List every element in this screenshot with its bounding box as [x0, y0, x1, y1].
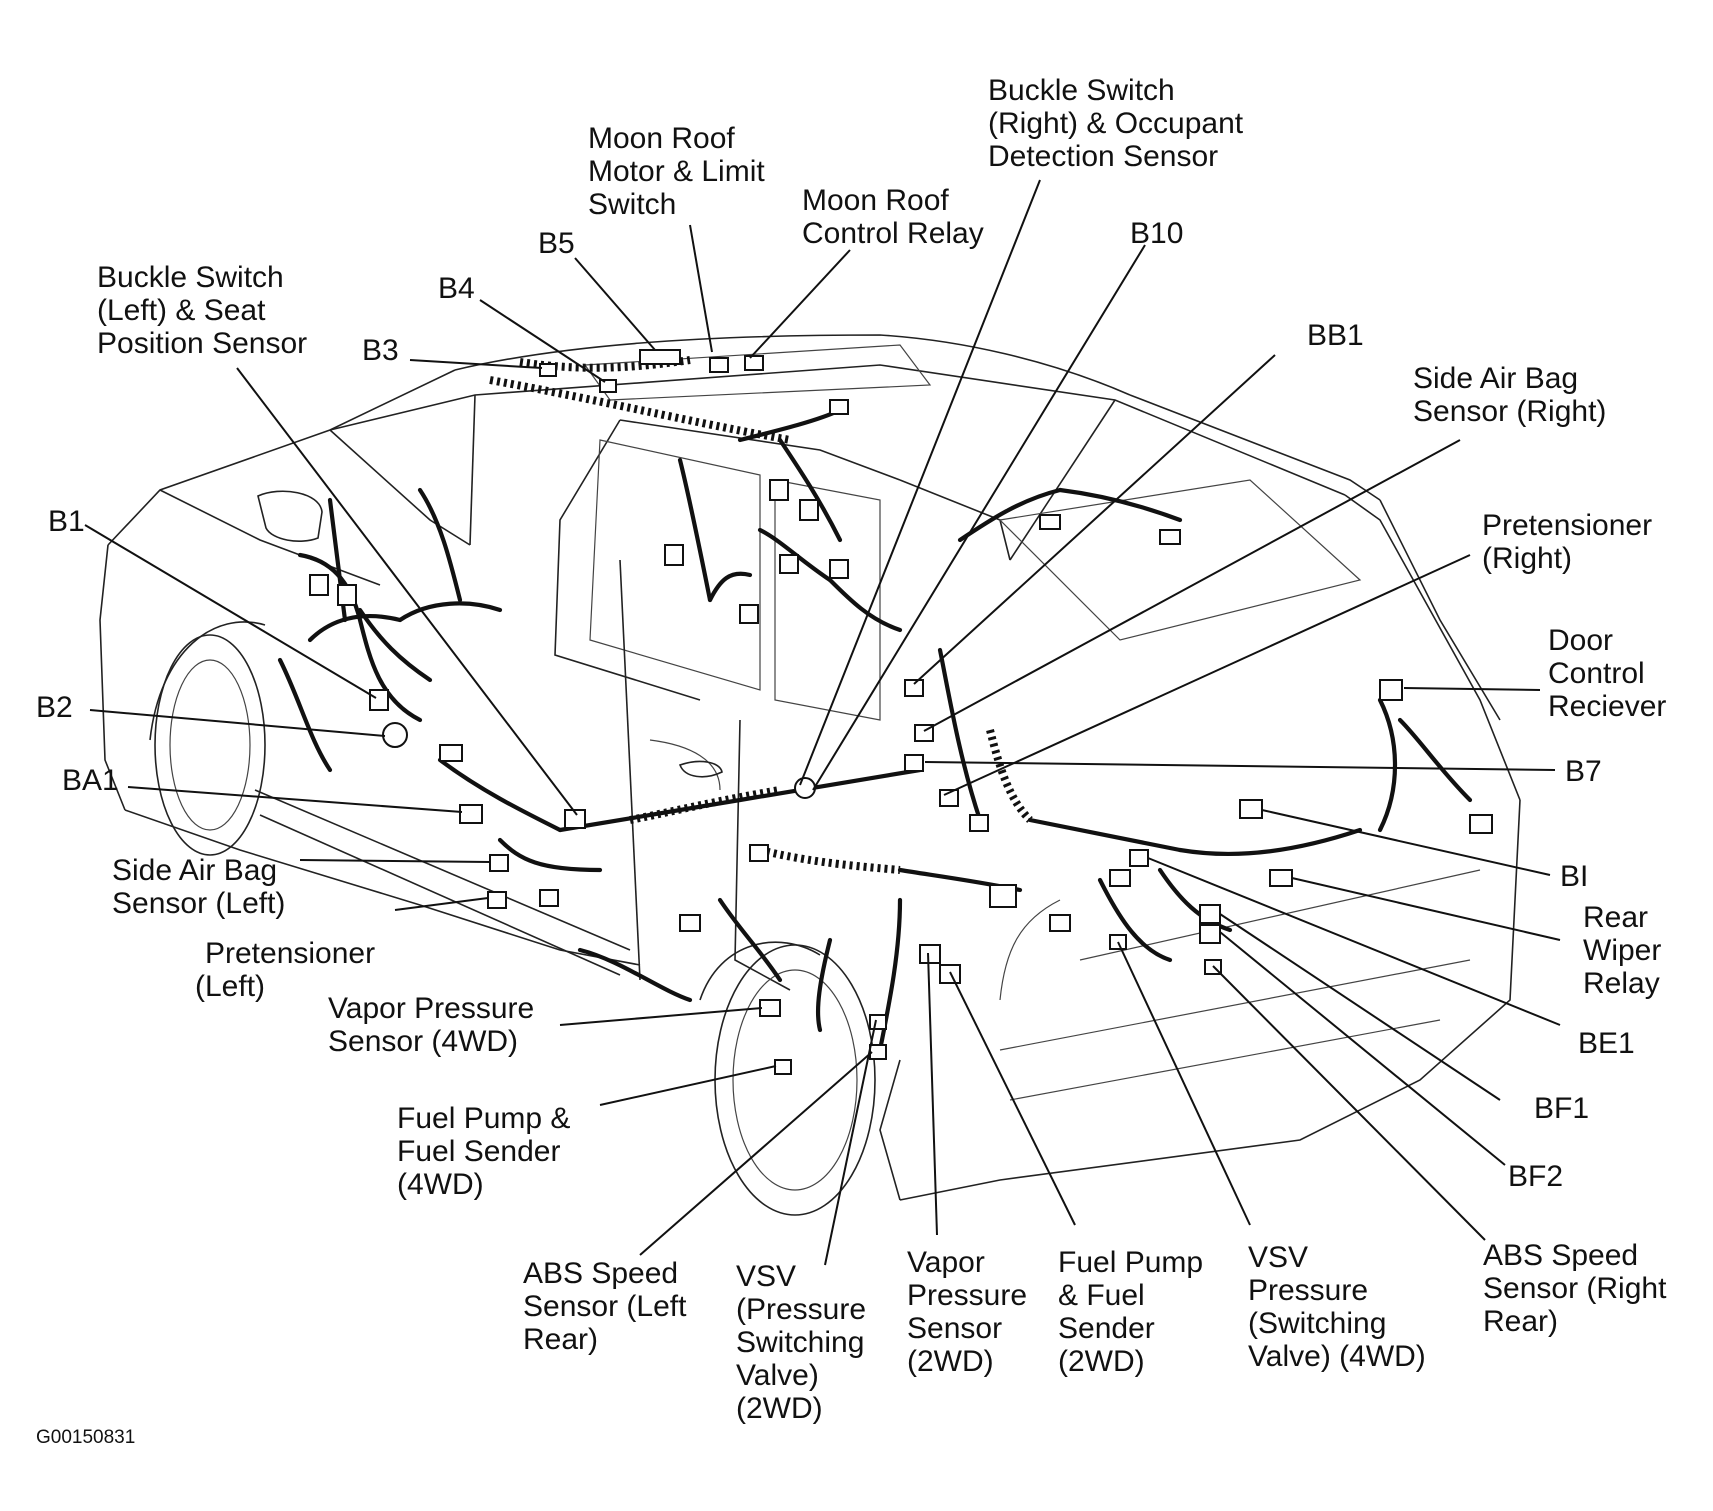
labels: Moon Roof Motor & Limit Switch Buckle Sw… — [36, 74, 1675, 1448]
connector-motor — [709, 357, 729, 373]
connector-floor-1 — [539, 889, 559, 907]
label-b4: B4 — [438, 272, 475, 305]
label-moon-roof-relay: Moon Roof Control Relay — [802, 184, 984, 250]
connector-buckle-left — [564, 809, 586, 829]
connector-buckle-right — [794, 777, 816, 799]
connector-pillar-3 — [779, 554, 799, 574]
connector-b4 — [599, 379, 617, 393]
connector-b10 — [904, 679, 924, 697]
label-door-control: Door Control Reciever — [1548, 624, 1666, 723]
label-bi: BI — [1560, 860, 1588, 893]
label-b5: B5 — [538, 227, 575, 260]
label-abs-right-rear: ABS Speed Sensor (Right Rear) — [1483, 1239, 1675, 1338]
connector-center — [749, 844, 769, 862]
label-buckle-switch-left: Buckle Switch (Left) & Seat Position Sen… — [97, 261, 307, 360]
leader-lines — [84, 179, 1561, 1266]
vehicle-body — [99, 334, 1521, 1216]
label-vsv-2wd: VSV (Pressure Switching Valve) (2WD) — [736, 1260, 874, 1425]
connector-front-1 — [309, 574, 329, 596]
connector-floor-2 — [679, 914, 701, 932]
connector-roof-3 — [1159, 529, 1181, 545]
connector-pretensioner-left — [487, 891, 507, 909]
figure-code: G00150831 — [36, 1427, 135, 1448]
connector-rear-2 — [1049, 914, 1071, 932]
connector-abs-left — [869, 1044, 887, 1060]
label-pretensioner-right: Pretensioner (Right) — [1482, 509, 1660, 575]
label-bf1: BF1 — [1534, 1092, 1589, 1125]
connector-b2 — [382, 722, 408, 748]
label-b7: B7 — [1565, 755, 1602, 788]
label-vapor-pressure-2wd: Vapor Pressure Sensor (2WD) — [907, 1246, 1035, 1378]
label-rear-wiper-relay: Rear Wiper Relay — [1583, 901, 1670, 1000]
connector-vsv-2wd — [869, 1014, 887, 1030]
connector-b5 — [639, 349, 681, 365]
connector-be1 — [1129, 849, 1149, 867]
connector-b7 — [904, 754, 924, 772]
connector-relay — [744, 355, 764, 371]
connector-pillar-2 — [799, 499, 819, 521]
label-vsv-4wd: VSV Pressure (Switching Valve) (4WD) — [1248, 1241, 1426, 1373]
label-fuel-pump-2wd: Fuel Pump & Fuel Sender (2WD) — [1058, 1246, 1211, 1378]
label-side-airbag-left: Side Air Bag Sensor (Left) — [112, 854, 285, 920]
connector-vapor-4wd — [759, 999, 781, 1017]
connector-pillar-4 — [829, 559, 849, 579]
connector-bi — [1239, 799, 1263, 819]
connector-pretensioner-right — [969, 814, 989, 832]
wiring-harness — [277, 356, 1473, 1053]
connector-b1 — [369, 689, 389, 711]
label-b1: B1 — [48, 505, 85, 538]
connector-door-control — [1379, 679, 1403, 701]
connector-vapor-2wd — [919, 944, 941, 964]
label-fuel-pump-4wd: Fuel Pump & Fuel Sender (4WD) — [397, 1102, 579, 1201]
label-vapor-pressure-4wd: Vapor Pressure Sensor (4WD) — [328, 992, 543, 1058]
connector-roof-2 — [1039, 514, 1061, 530]
connector-roof-rear — [829, 399, 849, 415]
connector-front-2 — [337, 584, 357, 606]
connector-fuel-4wd — [774, 1059, 792, 1075]
connector-ba1 — [459, 804, 483, 824]
label-bf2: BF2 — [1508, 1160, 1563, 1193]
connector-bf1 — [1199, 904, 1221, 924]
connector-dash — [439, 744, 463, 762]
connector-rear-wiper-relay — [1269, 869, 1293, 887]
connectors — [309, 349, 1493, 1075]
connector-b3 — [539, 363, 557, 377]
label-be1: BE1 — [1578, 1027, 1635, 1060]
label-b2: B2 — [36, 691, 73, 724]
label-side-airbag-right: Side Air Bag Sensor (Right) — [1413, 362, 1606, 428]
label-pretensioner-left: Pretensioner (Left) — [195, 937, 383, 1003]
label-b3: B3 — [362, 334, 399, 367]
label-ba1: BA1 — [62, 764, 119, 797]
connector-side-airbag-left — [489, 854, 509, 872]
connector-seat-2 — [739, 604, 759, 624]
label-bb1: BB1 — [1307, 319, 1364, 352]
label-abs-left-rear: ABS Speed Sensor (Left Rear) — [523, 1257, 695, 1356]
label-moon-roof-motor: Moon Roof Motor & Limit Switch — [588, 122, 773, 221]
connector-rear-1 — [989, 884, 1017, 908]
connector-seat-1 — [664, 544, 684, 566]
connector-bf2 — [1199, 924, 1221, 944]
connector-rear-3 — [1109, 869, 1131, 887]
connector-pillar-1 — [769, 479, 789, 501]
label-buckle-switch-right: Buckle Switch (Right) & Occupant Detecti… — [988, 74, 1251, 173]
label-b10: B10 — [1130, 217, 1183, 250]
connector-hatch — [1469, 814, 1493, 834]
